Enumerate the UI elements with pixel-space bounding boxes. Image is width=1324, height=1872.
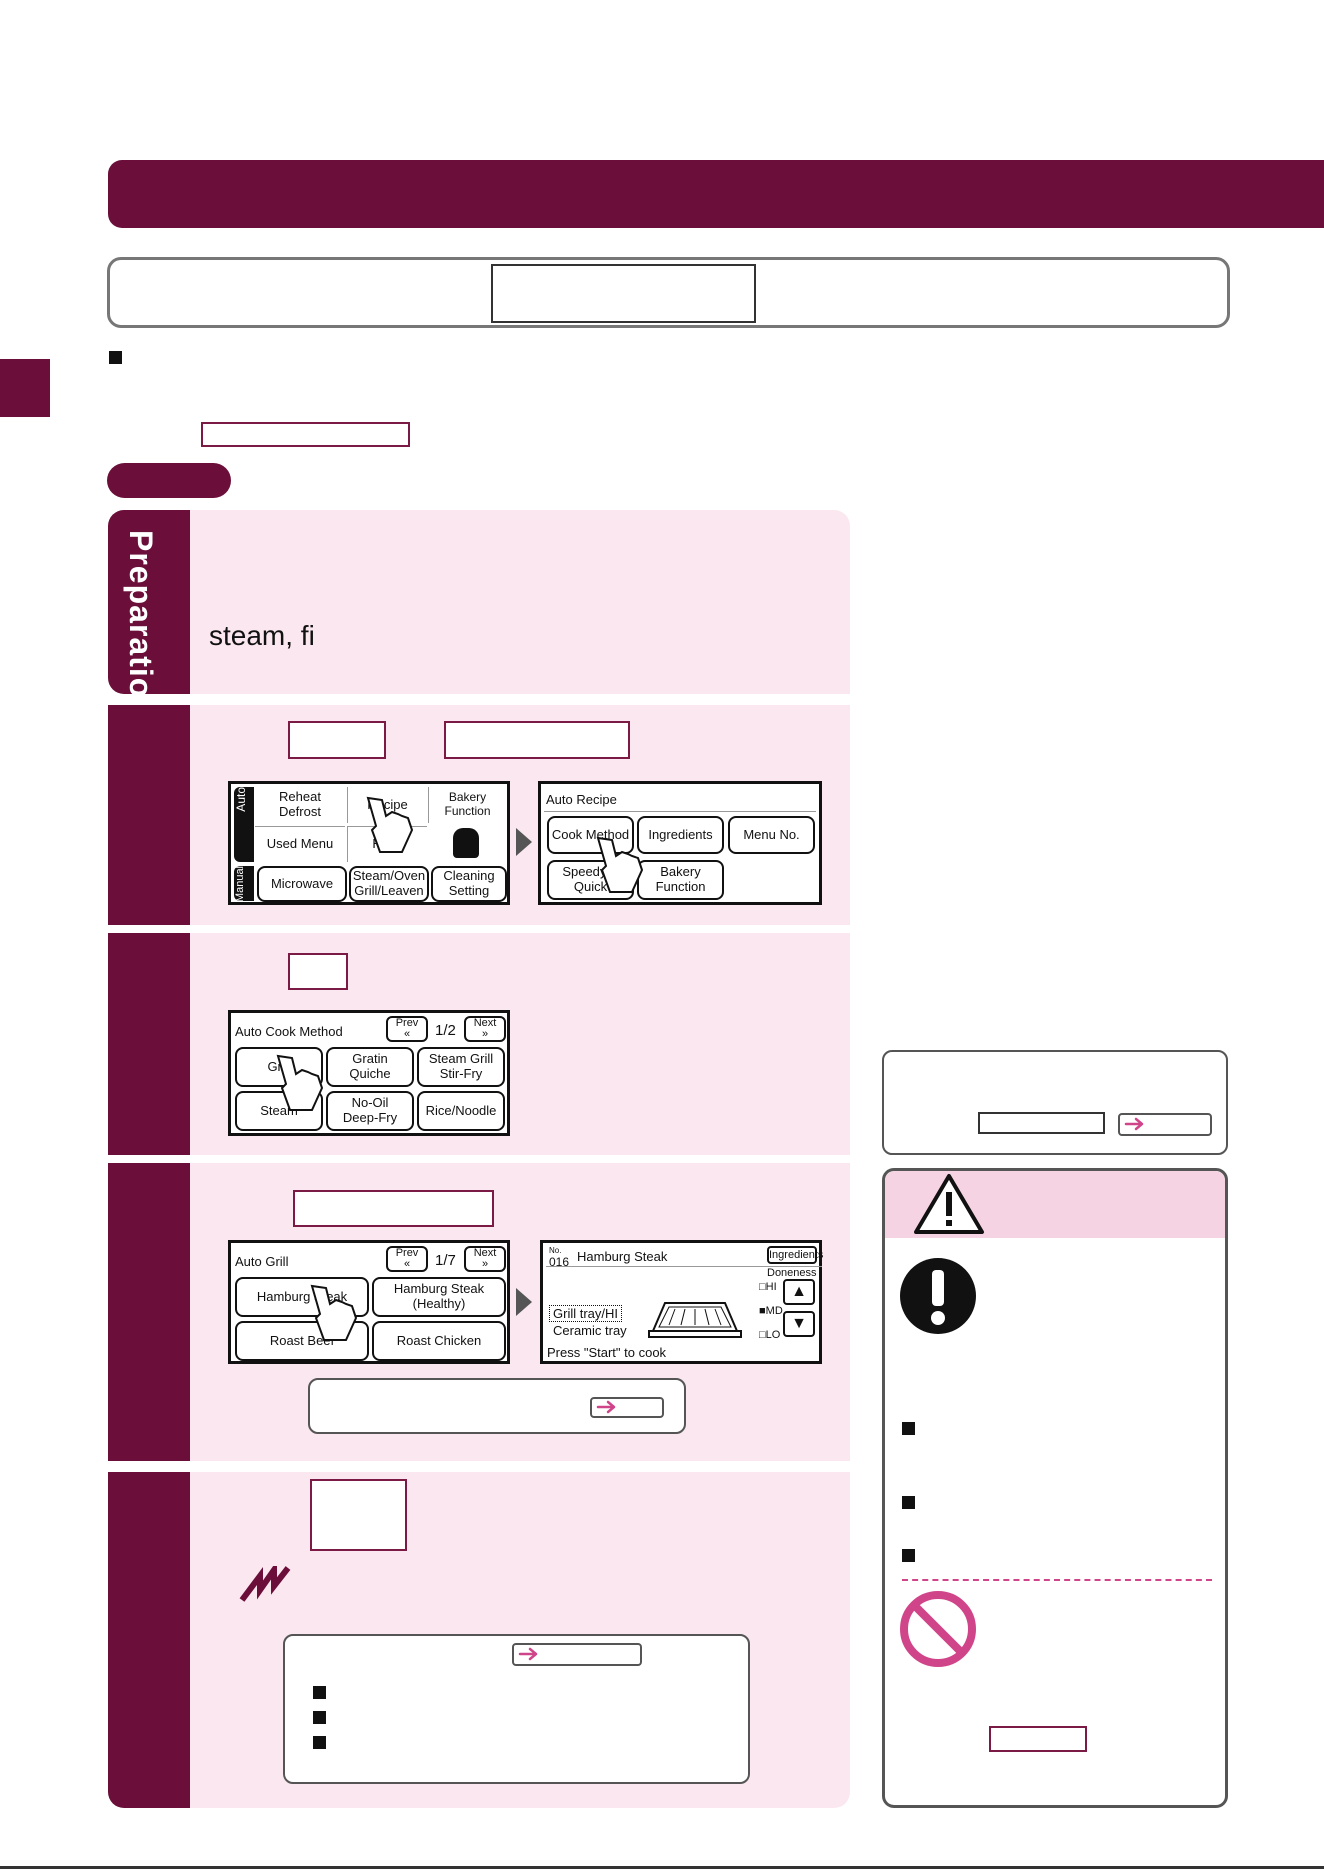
doneness-label: Doneness	[767, 1267, 817, 1279]
manual-side-label: Manual	[234, 866, 254, 902]
dashed-divider	[902, 1579, 1212, 1581]
bullet-square	[902, 1549, 915, 1562]
grill-item[interactable]: Hamburg Steak	[235, 1277, 369, 1317]
page-reference-box[interactable]	[201, 422, 410, 447]
step3-key-box	[293, 1190, 494, 1227]
page-indicator: 1/7	[435, 1252, 456, 1269]
right-note-key-box	[978, 1112, 1105, 1134]
page-link-arrow[interactable]	[512, 1643, 642, 1666]
prohibited-icon	[900, 1591, 976, 1667]
preparation-body	[190, 510, 850, 694]
grill-item[interactable]: Roast Chicken	[372, 1321, 506, 1361]
tray-line-1: Grill tray/HI	[549, 1305, 622, 1322]
hand-pointer-icon	[276, 1054, 324, 1111]
cook-method-item[interactable]: Rice/Noodle	[417, 1091, 505, 1131]
summary-button-frame	[491, 264, 756, 323]
step1-key-box-a	[288, 721, 386, 759]
ingredients-button[interactable]: Ingredients	[767, 1246, 823, 1264]
menu-number: 016	[549, 1255, 570, 1269]
grill-screen: Auto Grill Prev« 1/7 Next» Hamburg Steak…	[228, 1240, 510, 1364]
auto-side-label: Auto	[234, 787, 254, 862]
bakery-function-button[interactable]: Bakery Function	[428, 787, 506, 823]
bullet-square	[313, 1736, 326, 1749]
menu-title: Hamburg Steak	[577, 1249, 668, 1264]
level-hi: □HI	[759, 1281, 777, 1293]
step3-label-band	[108, 1163, 190, 1461]
next-button[interactable]: Next»	[464, 1246, 506, 1272]
bullet-square	[902, 1422, 915, 1435]
page-reference-box[interactable]	[989, 1726, 1087, 1752]
bullet-square	[313, 1686, 326, 1699]
cook-method-screen: Auto Cook Method Prev« 1/2 Next» Grill G…	[228, 1010, 510, 1136]
recipe-divider	[544, 811, 816, 812]
cook-method-item[interactable]: Grill	[235, 1047, 323, 1087]
step2-label-band	[108, 933, 190, 1155]
grill-item[interactable]: Roast Beef	[235, 1321, 369, 1361]
cook-method-title: Auto Cook Method	[235, 1024, 343, 1039]
hand-pointer-icon	[366, 796, 414, 853]
grill-item[interactable]: Hamburg Steak(Healthy)	[372, 1277, 506, 1317]
recipe-screen: Auto Recipe Cook Method Ingredients Menu…	[538, 781, 822, 905]
page-link-arrow[interactable]	[590, 1397, 664, 1418]
grill-tray-icon	[648, 1302, 742, 1338]
chapter-side-tab	[0, 359, 50, 417]
next-button[interactable]: Next»	[464, 1016, 506, 1042]
grill-title: Auto Grill	[235, 1254, 289, 1269]
screen-divider	[546, 1266, 822, 1267]
bullet-square	[902, 1496, 915, 1509]
start-instruction: Press "Start" to cook	[547, 1345, 667, 1360]
example-pill	[107, 463, 231, 498]
next-screen-arrow	[516, 828, 532, 856]
microwave-button[interactable]: Microwave	[257, 866, 347, 902]
beep-icon	[239, 1566, 291, 1602]
hand-pointer-icon	[596, 836, 644, 893]
tray-line-2: Ceramic tray	[553, 1323, 627, 1338]
prev-button[interactable]: Prev«	[386, 1246, 428, 1272]
page-indicator: 1/2	[435, 1022, 456, 1039]
number-label: No.	[549, 1246, 562, 1255]
used-menu-button[interactable]: Used Menu	[255, 826, 345, 862]
step1-label-band	[108, 705, 190, 925]
page-bottom-rule	[0, 1866, 1324, 1869]
hamburg-steak-screen: No. 016 Hamburg Steak Ingredients Donene…	[540, 1240, 823, 1364]
preparation-label-band	[108, 510, 190, 694]
step1-key-box-b	[444, 721, 630, 759]
hand-pointer-icon	[310, 1284, 358, 1341]
cook-method-button[interactable]: Cook Method	[547, 816, 634, 854]
page-link-arrow[interactable]	[1118, 1113, 1212, 1136]
preparation-text: steam, fi	[209, 620, 315, 651]
section-title-bar	[108, 160, 1324, 228]
bullet-square	[109, 351, 122, 364]
step2-key-box	[288, 953, 348, 990]
mandatory-exclamation-icon	[900, 1258, 976, 1334]
ingredients-button[interactable]: Ingredients	[637, 816, 724, 854]
prev-button[interactable]: Prev«	[386, 1016, 428, 1042]
step4-label-band	[108, 1472, 190, 1808]
level-md: ■MD	[759, 1305, 783, 1317]
recipe-screen-title: Auto Recipe	[546, 792, 617, 807]
doneness-down-button[interactable]: ▼	[783, 1311, 815, 1337]
bread-icon	[453, 828, 479, 858]
level-lo: □LO	[759, 1329, 781, 1341]
menu-no-button[interactable]: Menu No.	[728, 816, 815, 854]
start-key-box	[310, 1479, 407, 1551]
bullet-square	[313, 1711, 326, 1724]
next-screen-arrow	[516, 1288, 532, 1316]
warning-triangle-icon	[914, 1174, 984, 1234]
doneness-up-button[interactable]: ▲	[783, 1279, 815, 1305]
preparation-label: Preparation	[123, 530, 159, 719]
right-note-box	[882, 1050, 1228, 1155]
